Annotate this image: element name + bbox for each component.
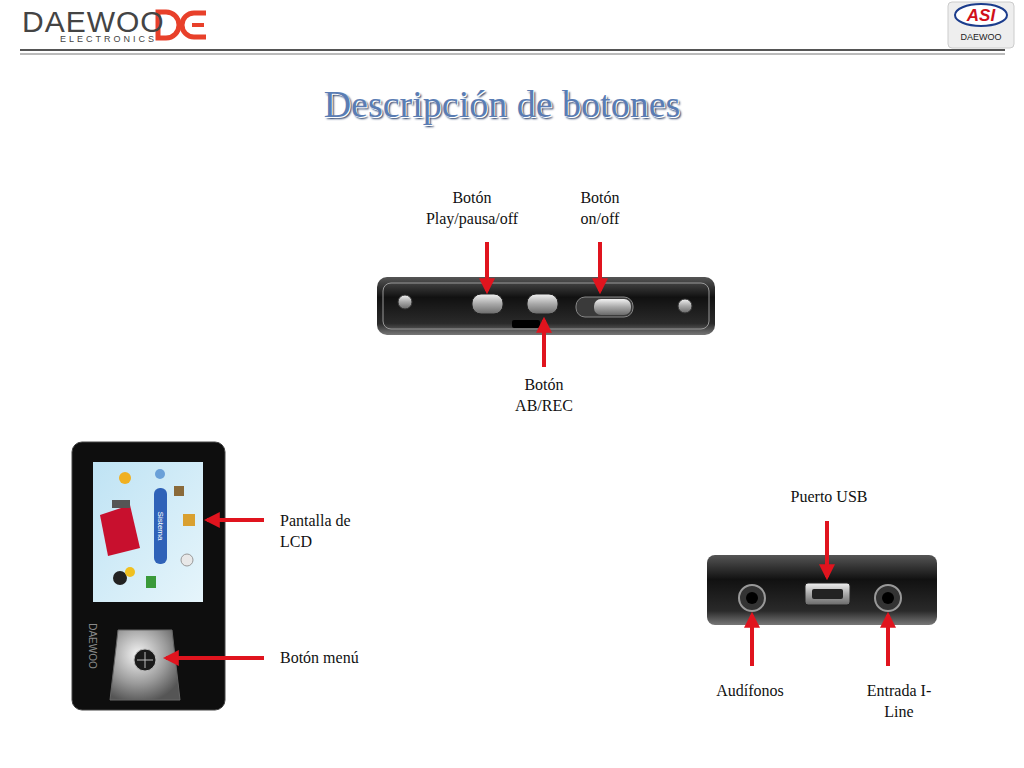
leader-arrow — [750, 615, 754, 666]
logo-mark — [192, 23, 204, 27]
screen-text: Sistema — [156, 512, 164, 541]
part-label: Puerto USB — [791, 486, 868, 507]
part-label: Botón on/off — [568, 187, 632, 229]
leader-arrow — [207, 518, 264, 522]
brand-subtitle: ELECTRONICS — [60, 35, 157, 44]
device-brand: DAEWOO — [87, 623, 97, 669]
leader-arrow — [166, 656, 264, 660]
part-label: Entrada I-Line — [857, 680, 941, 722]
leader-arrow — [598, 242, 602, 291]
part-label: Pantalla de LCD — [280, 510, 384, 552]
logo-mark — [182, 13, 206, 37]
slide-title: Descripción de botones — [324, 82, 681, 126]
leader-arrows — [166, 242, 888, 666]
badge-text: ASI — [967, 7, 995, 24]
header-rule — [20, 54, 1005, 55]
brand-logo: DAEWOO — [22, 7, 165, 37]
part-label: Botón menú — [280, 647, 359, 668]
leader-arrow — [542, 320, 546, 367]
header-rule — [20, 49, 1005, 51]
badge-text: DAEWOO — [960, 33, 1001, 42]
leader-arrow — [886, 615, 890, 666]
badge — [948, 2, 1014, 48]
leader-arrow — [825, 521, 829, 577]
part-label: Botón AB/REC — [502, 374, 586, 416]
badge-ring — [955, 4, 1007, 26]
player-front — [72, 442, 225, 710]
part-label: Audífonos — [716, 680, 784, 701]
player-bottom-edge — [707, 555, 937, 625]
leader-arrow — [485, 242, 489, 291]
part-label: Botón Play/pausa/off — [405, 187, 540, 229]
